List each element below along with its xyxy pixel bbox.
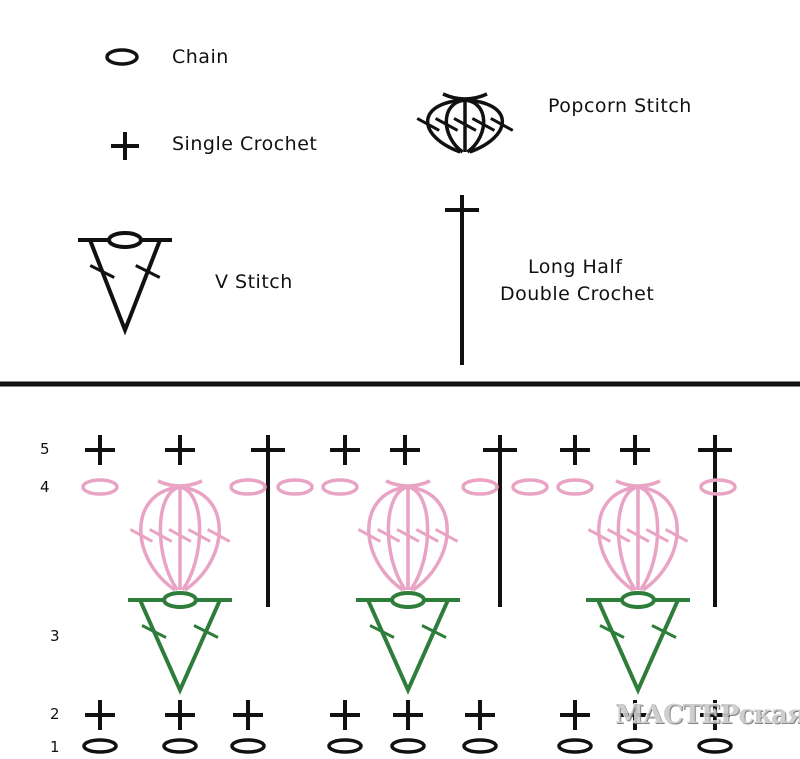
legend-v-stitch-label: V Stitch <box>215 271 293 293</box>
chain-stitch-icon <box>390 738 426 754</box>
chain-stitch-icon <box>617 738 653 754</box>
single-crochet-icon <box>85 435 115 465</box>
single-crochet-icon <box>393 700 423 730</box>
chain-stitch-icon <box>697 738 733 754</box>
single-crochet-icon <box>85 700 115 730</box>
row-label-3: 3 <box>50 627 60 645</box>
row-label-4: 4 <box>40 478 50 496</box>
chain-stitch-icon <box>327 738 363 754</box>
long-half-double-crochet-icon <box>445 195 479 365</box>
legend-long-hdc-label-1: Long Half <box>528 256 623 278</box>
v-stitch-icon <box>586 591 690 695</box>
chain-stitch-icon <box>162 738 198 754</box>
chain-stitch-icon <box>81 478 119 496</box>
single-crochet-icon <box>620 435 650 465</box>
long-half-double-crochet-icon <box>251 435 285 607</box>
long-half-double-crochet-icon <box>698 435 732 607</box>
chain-stitch-icon <box>557 738 593 754</box>
chain-stitch-icon <box>511 478 549 496</box>
legend-single-crochet-label: Single Crochet <box>172 133 318 155</box>
legend-long-hdc-label-2: Double Crochet <box>500 283 655 305</box>
chain-stitch-icon <box>556 478 594 496</box>
single-crochet-icon <box>390 435 420 465</box>
legend-chain-label: Chain <box>172 46 229 68</box>
chain-stitch-icon <box>82 738 118 754</box>
single-crochet-icon <box>465 700 495 730</box>
long-half-double-crochet-icon <box>483 435 517 607</box>
v-stitch-icon <box>356 591 460 695</box>
single-crochet-icon <box>165 700 195 730</box>
chain-stitch-icon <box>229 478 267 496</box>
chain-stitch-icon <box>461 478 499 496</box>
single-crochet-icon <box>165 435 195 465</box>
v-stitch-icon <box>128 591 232 695</box>
popcorn-stitch-icon <box>587 479 689 592</box>
single-crochet-icon <box>560 435 590 465</box>
single-crochet-icon <box>700 700 730 730</box>
popcorn-stitch-icon <box>129 479 231 592</box>
single-crochet-icon <box>111 132 139 160</box>
row-label-5: 5 <box>40 440 50 458</box>
single-crochet-icon <box>330 700 360 730</box>
row-label-2: 2 <box>50 705 60 723</box>
watermark-logo: МАСТЕРская <box>615 700 800 730</box>
chain-stitch-icon <box>105 48 139 66</box>
row-label-1: 1 <box>50 738 60 756</box>
single-crochet-icon <box>330 435 360 465</box>
chain-stitch-icon <box>230 738 266 754</box>
chain-stitch-icon <box>462 738 498 754</box>
single-crochet-icon <box>560 700 590 730</box>
chain-stitch-icon <box>276 478 314 496</box>
chain-stitch-icon <box>699 478 737 496</box>
legend-popcorn-label: Popcorn Stitch <box>548 95 692 117</box>
single-crochet-icon <box>620 700 650 730</box>
chain-stitch-icon <box>321 478 359 496</box>
v-stitch-icon <box>78 231 172 336</box>
popcorn-stitch-icon <box>416 92 514 154</box>
popcorn-stitch-icon <box>357 479 459 592</box>
single-crochet-icon <box>233 700 263 730</box>
